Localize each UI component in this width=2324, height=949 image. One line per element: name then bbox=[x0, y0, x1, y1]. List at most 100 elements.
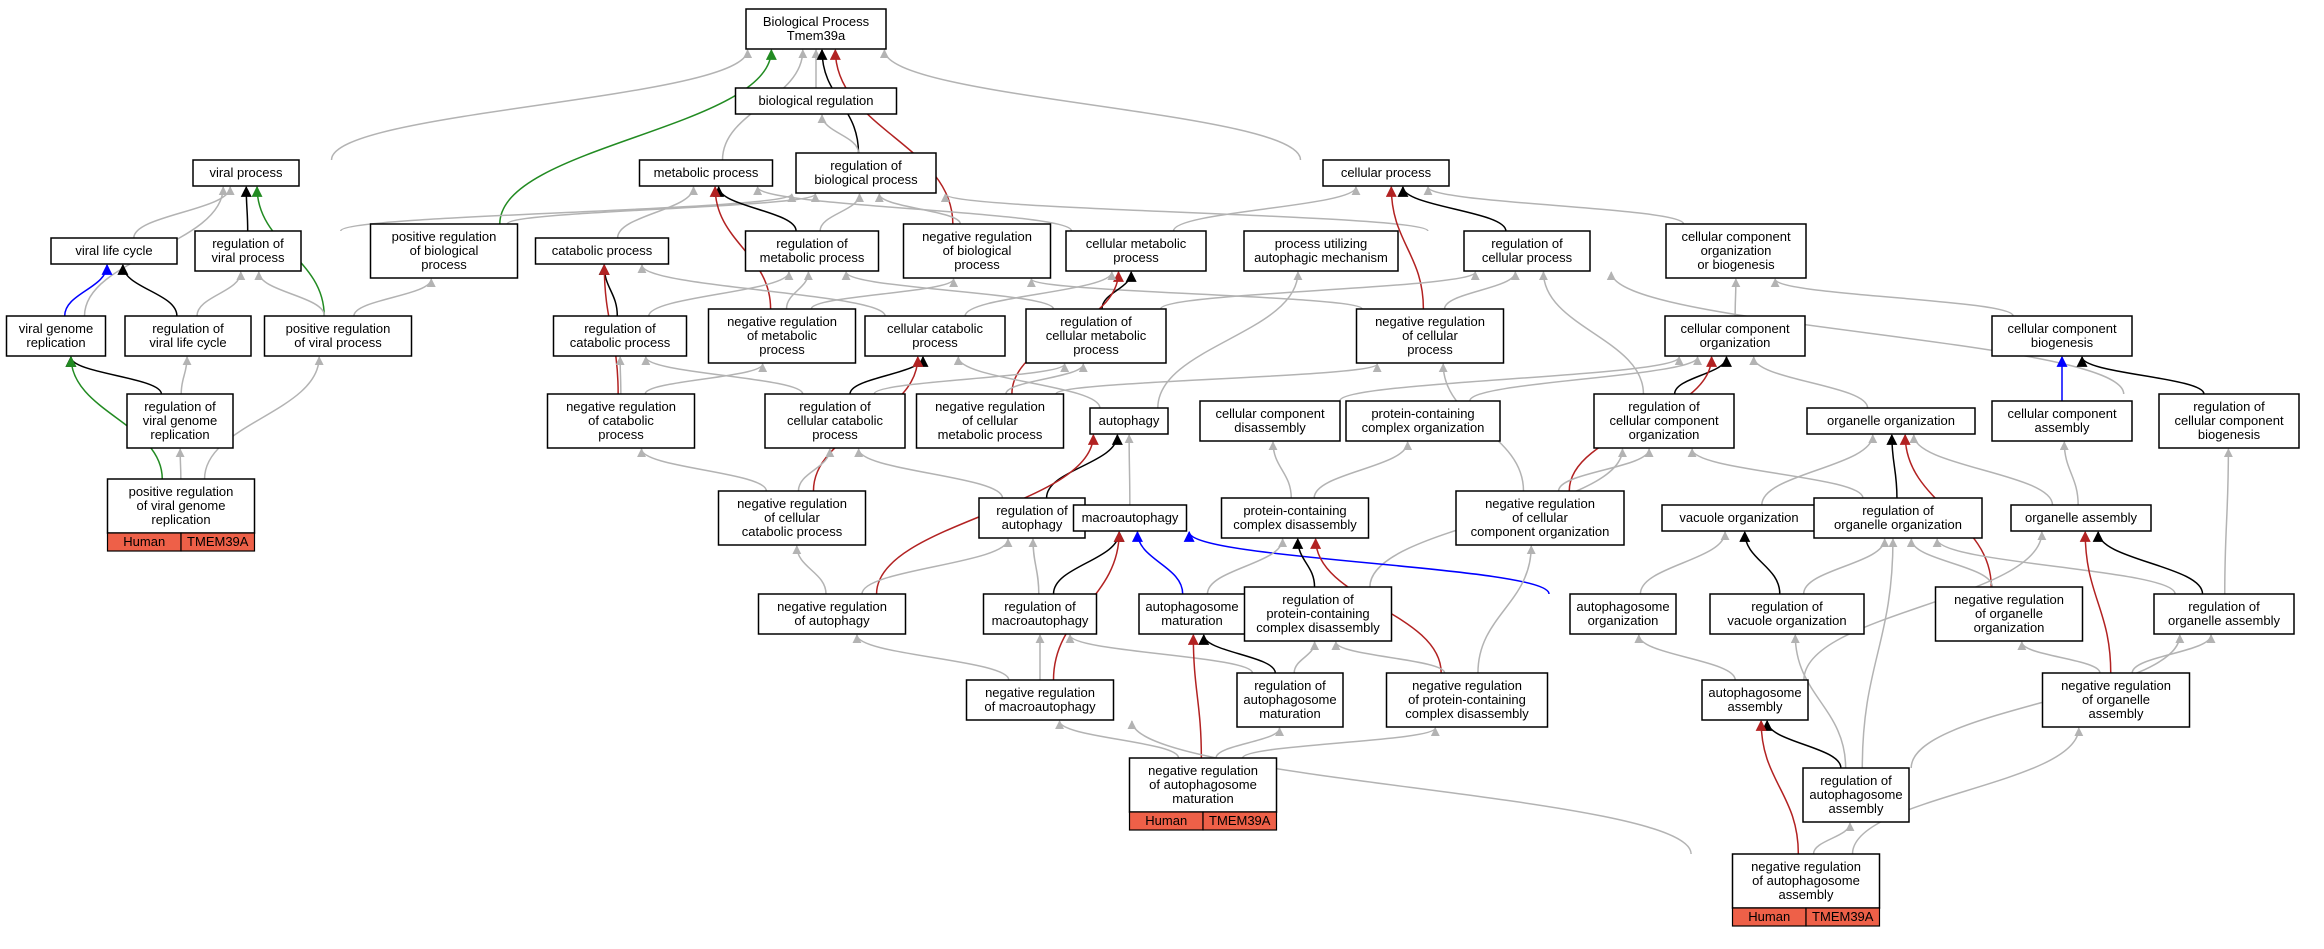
go-term-label: organization bbox=[1588, 613, 1659, 628]
go-term-vacorg[interactable]: vacuole organization bbox=[1661, 504, 1817, 532]
go-term-label: process bbox=[759, 342, 805, 357]
go-term-box bbox=[915, 393, 1065, 449]
go-term-macro[interactable]: macroautophagy bbox=[1072, 504, 1188, 532]
go-term-label: autophagosome bbox=[1708, 685, 1801, 700]
go-term-label: cellular component bbox=[2007, 406, 2117, 421]
go-term-box bbox=[1322, 159, 1450, 187]
go-term-catab[interactable]: catabolic process bbox=[534, 237, 670, 265]
go-term-vlc[interactable]: viral life cycle bbox=[50, 237, 178, 265]
go-term-box bbox=[795, 152, 937, 194]
edge-is-a bbox=[1127, 720, 1692, 855]
go-term-autophagy[interactable]: autophagy bbox=[1089, 407, 1169, 435]
edge-is-a bbox=[1313, 441, 1413, 499]
go-term-viral[interactable]: viral process bbox=[192, 159, 300, 187]
go-term-orgasm[interactable]: organelle assembly bbox=[2010, 504, 2152, 532]
go-term-box bbox=[1991, 315, 2133, 357]
go-term-orgorg[interactable]: organelle organization bbox=[1806, 407, 1976, 435]
go-term-box bbox=[1220, 497, 1370, 539]
go-term-box bbox=[1355, 308, 1505, 364]
go-term-label: component organization bbox=[1471, 524, 1610, 539]
edge-is-a bbox=[1687, 448, 1864, 499]
go-term-breg[interactable]: biological regulation bbox=[734, 87, 898, 115]
go-term-box bbox=[902, 223, 1052, 279]
go-term-cellp[interactable]: cellular process bbox=[1322, 159, 1450, 187]
go-term-box bbox=[982, 593, 1098, 635]
edge-is-a bbox=[792, 545, 827, 595]
go-term-label: negative regulation bbox=[1954, 592, 2064, 607]
edge-positively-regulates bbox=[65, 355, 163, 480]
go-term-label: biological regulation bbox=[759, 93, 874, 108]
go-term-label: negative regulation bbox=[727, 314, 837, 329]
go-term-label: catabolic process bbox=[742, 524, 843, 539]
go-term-box bbox=[50, 237, 178, 265]
edge-is-a bbox=[1851, 727, 2084, 855]
edge-is-a bbox=[1443, 271, 1520, 310]
go-term-box bbox=[1806, 407, 1976, 435]
edge-is-a bbox=[1206, 538, 1288, 595]
go-term-box bbox=[552, 315, 688, 357]
edge-is-a bbox=[1731, 278, 1741, 317]
go-term-label: assembly bbox=[2035, 420, 2090, 435]
go-term-metab[interactable]: metabolic process bbox=[638, 159, 774, 187]
go-term-label: organelle organization bbox=[1827, 413, 1955, 428]
go-term-box bbox=[1569, 593, 1677, 635]
go-term-label: assembly bbox=[2089, 706, 2144, 721]
go-term-label: autophagosome bbox=[1809, 787, 1902, 802]
edge-occurs-in bbox=[1131, 530, 1184, 595]
go-term-box bbox=[1455, 490, 1625, 546]
go-term-label: complex disassembly bbox=[1233, 517, 1357, 532]
